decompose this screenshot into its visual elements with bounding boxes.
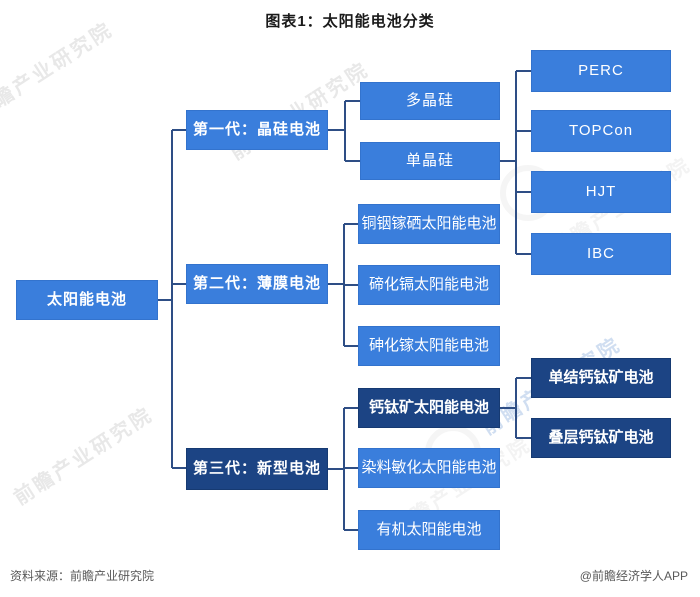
- node-gaas-cell: 砷化镓太阳能电池: [358, 326, 500, 366]
- node-gen1-crystalline-silicon: 第一代：晶硅电池: [186, 110, 328, 150]
- node-tandem-perovskite: 叠层钙钛矿电池: [531, 418, 671, 458]
- node-single-junction-perovskite: 单结钙钛矿电池: [531, 358, 671, 398]
- node-topcon: TOPCon: [531, 110, 671, 152]
- node-cdte-cell: 碲化镉太阳能电池: [358, 265, 500, 305]
- node-cigs-cell: 铜铟镓硒太阳能电池: [358, 204, 500, 244]
- credit-note: @前瞻经济学人APP: [579, 569, 688, 583]
- source-note: 资料来源：前瞻产业研究院: [10, 569, 155, 583]
- node-polycrystalline-silicon: 多晶硅: [360, 82, 500, 120]
- watermark-text: 前瞻产业研究院: [10, 403, 158, 510]
- node-perc: PERC: [531, 50, 671, 92]
- node-perovskite-cell: 钙钛矿太阳能电池: [358, 388, 500, 428]
- node-organic-cell: 有机太阳能电池: [358, 510, 500, 550]
- node-gen2-thin-film: 第二代：薄膜电池: [186, 264, 328, 304]
- node-dye-sensitized-cell: 染料敏化太阳能电池: [358, 448, 500, 488]
- page-title: 图表1：太阳能电池分类: [265, 13, 435, 30]
- node-monocrystalline-silicon: 单晶硅: [360, 142, 500, 180]
- node-ibc: IBC: [531, 233, 671, 275]
- node-hjt: HJT: [531, 171, 671, 213]
- node-gen3-new-type: 第三代：新型电池: [186, 448, 328, 490]
- node-solar-cell: 太阳能电池: [16, 280, 158, 320]
